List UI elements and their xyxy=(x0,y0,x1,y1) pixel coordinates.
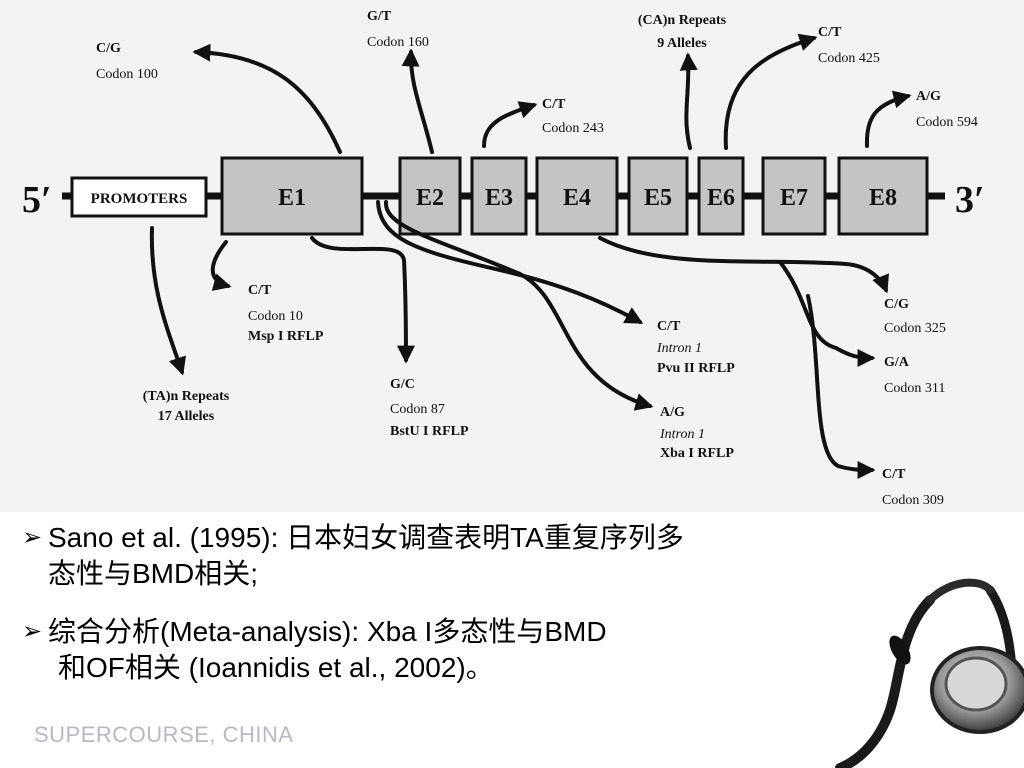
label-codon100: C/G Codon 100 xyxy=(96,41,158,82)
label-pvu-intron1: C/T Intron 1 Pvu II RFLP xyxy=(656,319,735,376)
bullet-item-1: ➢ Sano et al. (1995): 日本妇女调查表明TA重复序列多 态性… xyxy=(22,520,862,592)
svg-text:G/C: G/C xyxy=(390,377,415,392)
label-codon243: C/T Codon 243 xyxy=(542,97,604,136)
exon-e6: E6 xyxy=(697,156,745,236)
arrow-ca-repeats xyxy=(679,52,698,150)
svg-text:Codon 309: Codon 309 xyxy=(882,493,944,508)
svg-text:Intron 1: Intron 1 xyxy=(659,427,705,442)
arrow-codon100 xyxy=(192,43,342,154)
three-prime-label: 3′ xyxy=(955,179,985,221)
exon-e8-label: E8 xyxy=(869,185,897,211)
label-codon309: C/T Codon 309 xyxy=(882,467,944,508)
svg-text:9 Alleles: 9 Alleles xyxy=(657,36,707,51)
label-codon311: G/A Codon 311 xyxy=(884,355,945,396)
arrow-bullet-icon: ➢ xyxy=(22,524,43,551)
svg-text:Codon 425: Codon 425 xyxy=(818,51,880,66)
svg-text:C/T: C/T xyxy=(882,467,906,482)
svg-text:Codon 10: Codon 10 xyxy=(248,309,303,324)
svg-text:Codon 160: Codon 160 xyxy=(367,35,429,50)
exon-e4: E4 xyxy=(535,156,619,236)
label-ca-repeats: (CA)n Repeats 9 Alleles xyxy=(638,13,727,51)
arrow-xba-intron1 xyxy=(383,200,654,411)
exon-e6-label: E6 xyxy=(707,185,735,211)
arrow-ta-repeats xyxy=(149,226,186,376)
svg-text:Pvu II RFLP: Pvu II RFLP xyxy=(657,361,735,376)
arrow-codon594 xyxy=(864,90,912,148)
svg-text:(CA)n Repeats: (CA)n Repeats xyxy=(638,13,727,28)
svg-text:Codon 100: Codon 100 xyxy=(96,67,158,82)
exon-e1: E1 xyxy=(220,156,364,236)
svg-text:17 Alleles: 17 Alleles xyxy=(158,409,215,424)
bullet-1-line-1: Sano et al. (1995): 日本妇女调查表明TA重复序列多 xyxy=(48,522,684,553)
bullet-list: ➢ Sano et al. (1995): 日本妇女调查表明TA重复序列多 态性… xyxy=(22,520,862,686)
svg-text:C/T: C/T xyxy=(657,319,681,334)
svg-text:G/T: G/T xyxy=(367,9,392,24)
label-codon425: C/T Codon 425 xyxy=(818,25,880,66)
five-prime-label: 5′ xyxy=(22,179,52,221)
svg-text:G/A: G/A xyxy=(884,355,910,370)
arrow-codon160 xyxy=(401,48,434,154)
promoter-label: PROMOTERS xyxy=(91,191,188,207)
exon-e7-label: E7 xyxy=(780,185,808,211)
exon-e2: E2 xyxy=(398,156,462,236)
svg-text:Codon 311: Codon 311 xyxy=(884,381,945,396)
arrow-codon309 xyxy=(806,294,876,479)
diagram-panel: 5′ 3′ PROMOTERS E1 E2 E3 E4 E5 E6 E7 E8 xyxy=(0,0,1024,512)
exon-e4-label: E4 xyxy=(563,185,591,211)
gene-diagram: 5′ 3′ PROMOTERS E1 E2 E3 E4 E5 E6 E7 E8 xyxy=(22,9,985,508)
bullet-item-2: ➢ 综合分析(Meta-analysis): Xba I多态性与BMD 和OF相… xyxy=(22,614,862,686)
svg-text:C/T: C/T xyxy=(248,283,272,298)
label-codon594: A/G Codon 594 xyxy=(916,89,978,130)
bullet-2-line-1: 综合分析(Meta-analysis): Xba I多态性与BMD xyxy=(48,616,607,647)
arrow-codon243 xyxy=(482,101,538,148)
exon-e7: E7 xyxy=(761,156,827,236)
svg-text:(TA)n Repeats: (TA)n Repeats xyxy=(143,389,230,404)
svg-text:Intron 1: Intron 1 xyxy=(656,341,702,356)
exon-e1-label: E1 xyxy=(278,185,306,211)
promoter-box xyxy=(70,176,208,218)
svg-text:Xba I RFLP: Xba I RFLP xyxy=(660,446,734,461)
svg-text:Codon 87: Codon 87 xyxy=(390,402,445,417)
arrow-codon87 xyxy=(310,236,415,364)
svg-text:C/G: C/G xyxy=(96,41,121,56)
arrow-codon425 xyxy=(723,33,818,150)
exon-e8: E8 xyxy=(837,156,929,236)
svg-text:C/T: C/T xyxy=(818,25,842,40)
stethoscope-icon xyxy=(835,578,1024,768)
arrow-codon10 xyxy=(210,240,232,291)
svg-text:Codon 243: Codon 243 xyxy=(542,121,604,136)
bullet-1-line-2: 态性与BMD相关; xyxy=(48,558,259,589)
svg-text:A/G: A/G xyxy=(916,89,941,104)
label-codon325: C/G Codon 325 xyxy=(884,297,946,336)
svg-text:A/G: A/G xyxy=(660,405,685,420)
exon-e3: E3 xyxy=(470,156,528,236)
footer-label: SUPERCOURSE, CHINA xyxy=(34,722,294,747)
label-codon10: C/T Codon 10 Msp I RFLP xyxy=(248,283,324,344)
svg-text:C/G: C/G xyxy=(884,297,909,312)
svg-text:C/T: C/T xyxy=(542,97,566,112)
exon-e5: E5 xyxy=(627,156,689,236)
svg-text:Codon 594: Codon 594 xyxy=(916,115,978,130)
svg-text:Codon 325: Codon 325 xyxy=(884,321,946,336)
exon-e3-label: E3 xyxy=(485,185,513,211)
svg-text:Msp I RFLP: Msp I RFLP xyxy=(248,329,324,344)
label-xba-intron1: A/G Intron 1 Xba I RFLP xyxy=(659,405,734,461)
arrow-pvu-intron1 xyxy=(376,200,644,324)
exon-e5-label: E5 xyxy=(644,185,672,211)
label-codon87: G/C Codon 87 BstU I RFLP xyxy=(390,377,469,439)
exon-e2-label: E2 xyxy=(416,185,444,211)
bullet-2-line-2: 和OF相关 (Ioannidis et al., 2002)。 xyxy=(58,652,494,683)
svg-text:BstU I RFLP: BstU I RFLP xyxy=(390,424,469,439)
arrow-bullet-icon: ➢ xyxy=(22,618,43,645)
arrow-codon325 xyxy=(598,236,889,294)
label-ta-repeats: (TA)n Repeats 17 Alleles xyxy=(143,389,230,424)
arrow-codon311 xyxy=(778,260,876,367)
label-codon160: G/T Codon 160 xyxy=(367,9,429,50)
